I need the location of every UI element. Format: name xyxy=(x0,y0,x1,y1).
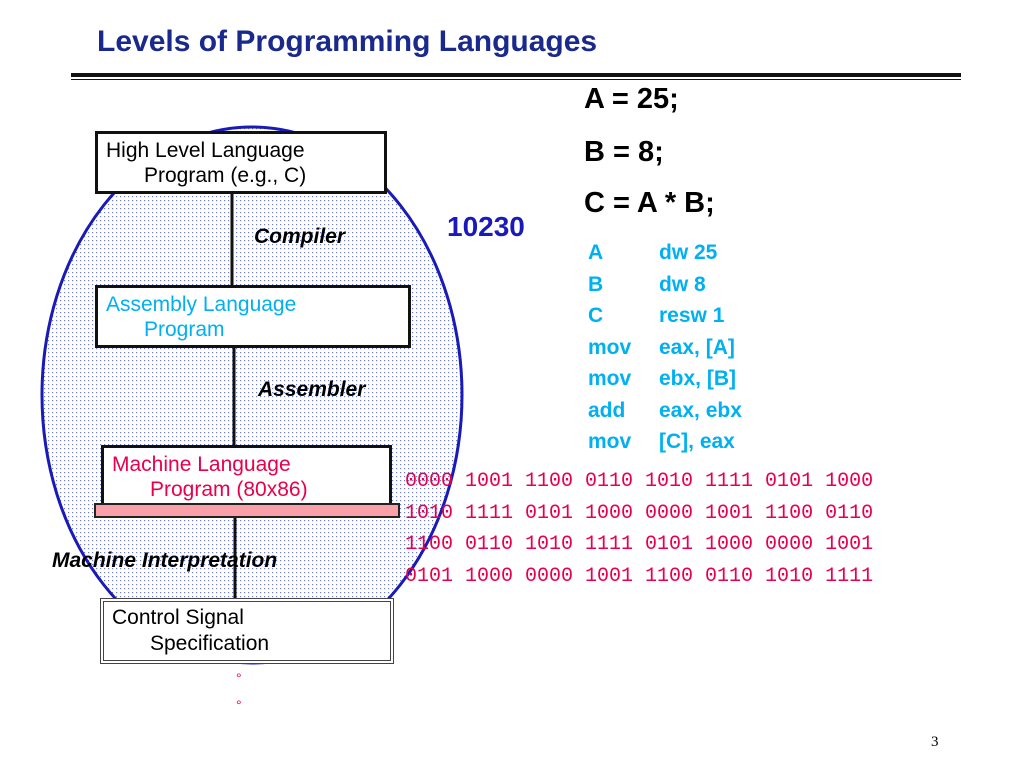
assembly-op: add xyxy=(588,398,626,422)
machine-box-line2: Program (80x86) xyxy=(150,478,308,501)
assembly-line: mov [C], eax xyxy=(588,426,788,458)
machine-code-line: 1010 1111 0101 1000 0000 1001 1100 0110 xyxy=(405,501,874,525)
ellipse-region xyxy=(40,125,464,665)
title-rule-thin xyxy=(71,79,961,80)
machine-language-box: Machine Language Program (80x86) xyxy=(101,445,392,507)
control-box-line1: Control Signal xyxy=(112,606,244,629)
c-statement: B = 8; xyxy=(584,136,664,168)
machine-box-line1: Machine Language xyxy=(112,453,291,476)
assembly-line: add eax, ebx xyxy=(588,395,788,427)
assembly-line: mov eax, [A] xyxy=(588,332,788,364)
assembly-arg: [C], eax xyxy=(659,430,735,453)
high-level-box-line1: High Level Language xyxy=(106,139,305,162)
assembly-op: B xyxy=(588,272,604,296)
machine-code-listing: 0000 1001 1100 0110 1010 1111 0101 1000 1… xyxy=(405,466,873,592)
high-level-box-line2: Program (e.g., C) xyxy=(144,164,307,187)
assembly-box-line2: Program xyxy=(144,318,225,341)
assembly-arg: ebx, [B] xyxy=(659,367,737,390)
control-signal-box: Control Signal Specification xyxy=(100,598,394,664)
machine-language-bar xyxy=(94,503,400,518)
assembly-op: A xyxy=(588,241,604,264)
slide-title: Levels of Programming Languages xyxy=(97,25,598,58)
c-statement: A = 25; xyxy=(584,83,679,115)
continuation-mark: ° xyxy=(236,670,242,686)
assembly-op: mov xyxy=(588,430,632,453)
machine-code-line: 1100 0110 1010 1111 0101 1000 0000 1001 xyxy=(405,533,874,556)
assembler-label: Assembler xyxy=(258,378,366,401)
assembly-arg: dw 25 xyxy=(659,241,718,264)
high-level-language-box: High Level Language Program (e.g., C) xyxy=(95,131,387,194)
assembly-language-box: Assembly Language Program xyxy=(95,285,411,348)
assembly-arg: eax, [A] xyxy=(659,335,735,359)
page-number: 3 xyxy=(931,734,939,750)
result-value: 10230 xyxy=(447,211,525,242)
control-box-line2: Specification xyxy=(150,632,270,655)
assembly-op: mov xyxy=(588,335,632,359)
machine-code-line: 0000 1001 1100 0110 1010 1111 0101 1000 xyxy=(405,470,874,493)
assembly-op: mov xyxy=(588,367,632,390)
assembly-box-line1: Assembly Language xyxy=(106,293,297,316)
assembly-op: C xyxy=(588,304,604,327)
title-rule-thick xyxy=(71,73,961,77)
assembly-arg: eax, ebx xyxy=(659,398,742,422)
machine-interpretation-label: Machine Interpretation xyxy=(52,549,278,572)
continuation-mark: ° xyxy=(236,697,242,713)
machine-code-line: 0101 1000 0000 1001 1100 0110 1010 1111 xyxy=(405,564,874,588)
assembly-arg: resw 1 xyxy=(659,304,725,327)
c-statement: C = A * B; xyxy=(584,187,715,219)
assembly-line: mov ebx, [B] xyxy=(588,363,788,395)
compiler-label: Compiler xyxy=(254,225,346,248)
assembly-arg: dw 8 xyxy=(659,272,706,296)
